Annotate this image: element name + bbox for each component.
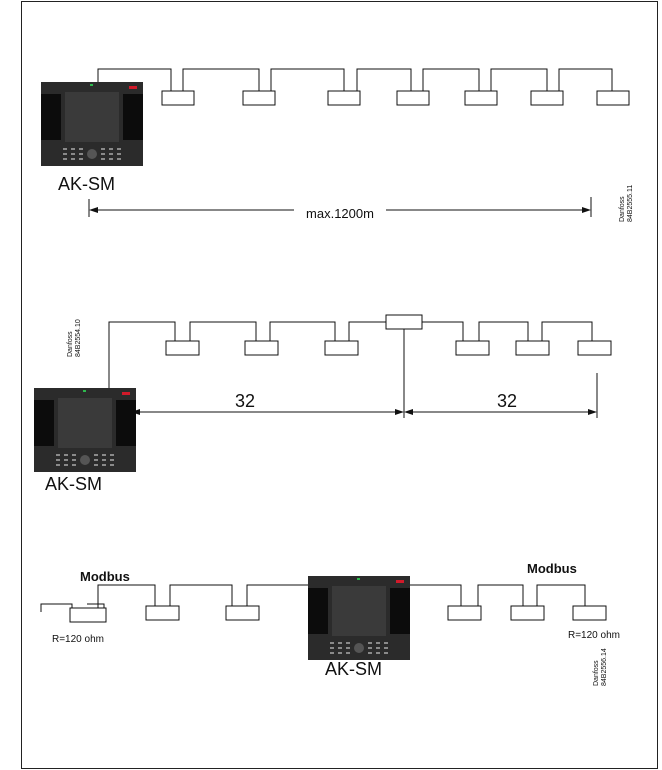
segment-label-2: 32 bbox=[497, 391, 517, 411]
keypad-key bbox=[110, 454, 114, 456]
diagram-3-code: Danfoss84B2556.14 bbox=[593, 648, 608, 686]
navigation-pad bbox=[87, 149, 97, 159]
controller-2 bbox=[34, 388, 136, 472]
keypad-key bbox=[330, 652, 334, 654]
keypad-key bbox=[368, 652, 372, 654]
keypad-key bbox=[64, 464, 68, 466]
controller-3-label: AK-SM bbox=[325, 659, 382, 679]
diagram-1-dimension bbox=[88, 197, 592, 217]
controller-3 bbox=[308, 576, 410, 660]
controller-side-panel-left bbox=[41, 94, 61, 140]
keypad-key bbox=[72, 454, 76, 456]
controller-power-led bbox=[357, 578, 360, 580]
segment-label-1: 32 bbox=[235, 391, 255, 411]
keypad-key bbox=[110, 464, 114, 466]
controller-side-panel-left bbox=[308, 588, 328, 634]
keypad-key bbox=[63, 153, 67, 155]
keypad-key bbox=[64, 454, 68, 456]
keypad-key bbox=[338, 647, 342, 649]
keypad-key bbox=[101, 158, 105, 160]
distance-label: max.1200m bbox=[306, 206, 374, 221]
keypad-key bbox=[102, 454, 106, 456]
controller-side-panel-right bbox=[123, 94, 143, 140]
keypad-key bbox=[102, 464, 106, 466]
keypad-key bbox=[94, 459, 98, 461]
keypad-key bbox=[368, 642, 372, 644]
arrowheads bbox=[89, 207, 597, 415]
keypad-key bbox=[346, 642, 350, 644]
keypad-key bbox=[368, 647, 372, 649]
keypad-key bbox=[71, 158, 75, 160]
navigation-pad bbox=[80, 455, 90, 465]
termination-label-left: R=120 ohm bbox=[52, 634, 104, 645]
keypad-key bbox=[101, 148, 105, 150]
controller-screen bbox=[65, 92, 119, 142]
keypad-key bbox=[346, 652, 350, 654]
controller-power-led bbox=[90, 84, 93, 86]
controller-side-panel-right bbox=[390, 588, 410, 634]
controller-screen bbox=[332, 586, 386, 636]
controller-2-label: AK-SM bbox=[45, 474, 102, 494]
keypad-key bbox=[117, 153, 121, 155]
keypad-key bbox=[63, 158, 67, 160]
keypad-key bbox=[384, 647, 388, 649]
keypad-key bbox=[102, 459, 106, 461]
controller-status-led bbox=[129, 86, 137, 89]
keypad-key bbox=[117, 148, 121, 150]
keypad-key bbox=[72, 459, 76, 461]
frame-border bbox=[21, 1, 658, 769]
keypad-key bbox=[338, 642, 342, 644]
diagram-2-wiring bbox=[108, 321, 598, 418]
controller-status-led bbox=[122, 392, 130, 395]
keypad-key bbox=[101, 153, 105, 155]
diagram-2-code: Danfoss84B2554.10 bbox=[67, 319, 82, 357]
keypad-key bbox=[63, 148, 67, 150]
controller-1 bbox=[41, 82, 143, 166]
controller-power-led bbox=[83, 390, 86, 392]
diagram-1-wiring bbox=[97, 68, 613, 91]
controller-status-led bbox=[396, 580, 404, 583]
keypad-key bbox=[110, 459, 114, 461]
controller-side-panel-left bbox=[34, 400, 54, 446]
keypad-key bbox=[56, 454, 60, 456]
keypad-key bbox=[376, 642, 380, 644]
keypad-key bbox=[94, 464, 98, 466]
keypad-key bbox=[109, 148, 113, 150]
diagram-3-nodes bbox=[69, 605, 607, 623]
keypad-key bbox=[346, 647, 350, 649]
keypad-key bbox=[64, 459, 68, 461]
keypad-key bbox=[56, 459, 60, 461]
keypad-key bbox=[56, 464, 60, 466]
keypad-key bbox=[384, 642, 388, 644]
diagram-1-code: Danfoss84B2555.11 bbox=[619, 185, 634, 222]
modbus-label-right: Modbus bbox=[527, 561, 577, 576]
diagram-1-nodes bbox=[161, 90, 630, 106]
keypad-key bbox=[79, 153, 83, 155]
keypad-key bbox=[376, 652, 380, 654]
keypad-key bbox=[330, 647, 334, 649]
keypad-key bbox=[79, 148, 83, 150]
navigation-pad bbox=[354, 643, 364, 653]
keypad-key bbox=[72, 464, 76, 466]
keypad-key bbox=[384, 652, 388, 654]
keypad-key bbox=[338, 652, 342, 654]
modbus-label-left: Modbus bbox=[80, 569, 130, 584]
termination-label-right: R=120 ohm bbox=[568, 630, 620, 641]
controller-1-label: AK-SM bbox=[58, 174, 115, 194]
keypad-key bbox=[330, 642, 334, 644]
keypad-key bbox=[376, 647, 380, 649]
controller-side-panel-right bbox=[116, 400, 136, 446]
keypad-key bbox=[71, 153, 75, 155]
keypad-key bbox=[79, 158, 83, 160]
keypad-key bbox=[71, 148, 75, 150]
keypad-key bbox=[94, 454, 98, 456]
diagram-2-nodes bbox=[165, 314, 612, 356]
keypad-key bbox=[109, 158, 113, 160]
keypad-key bbox=[109, 153, 113, 155]
controller-screen bbox=[58, 398, 112, 448]
keypad-key bbox=[117, 158, 121, 160]
